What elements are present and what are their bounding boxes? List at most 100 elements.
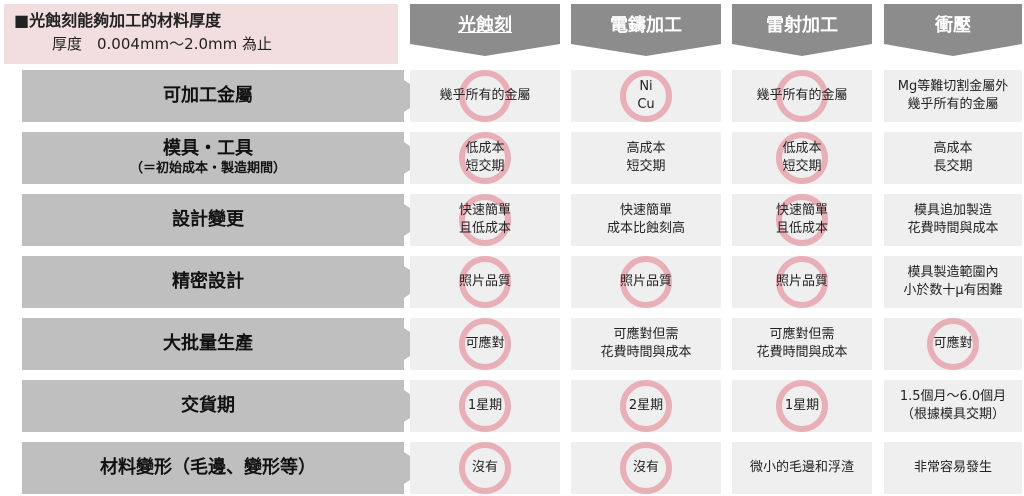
cell-text: 可應對但需 花費時間與成本	[756, 327, 848, 360]
cell-text: 沒有	[632, 460, 659, 475]
table-cell: 1星期	[410, 380, 560, 432]
table-cell: 模具製造範圍內 小於数十μ有困難	[884, 256, 1022, 308]
cell-text: 模具製造範圍內 小於数十μ有困難	[903, 265, 1003, 298]
column-header-label: 衝壓	[935, 15, 971, 36]
table-cell: 可應對但需 花費時間與成本	[571, 318, 721, 370]
circle-mark-icon	[620, 256, 672, 308]
row-arrow-stub	[394, 194, 404, 246]
table-cell: 幾乎所有的金屬	[410, 70, 560, 122]
table-cell: 微小的毛邊和浮渣	[732, 442, 872, 494]
circle-mark-icon	[776, 70, 828, 122]
table-cell: 1星期	[732, 380, 872, 432]
table-cell: 快速簡單 成本比蝕刻高	[571, 194, 721, 246]
table-cell: 可應對但需 花費時間與成本	[732, 318, 872, 370]
table-cell: 可應對	[410, 318, 560, 370]
row-label-main: 模具・工具	[163, 138, 253, 159]
column-header-label: 電鑄加工	[610, 15, 682, 36]
circle-mark-icon	[459, 132, 511, 184]
cell-text: 微小的毛邊和浮渣	[749, 460, 854, 475]
header-arrow-shape	[884, 44, 1022, 56]
row-label-main: 可加工金屬	[163, 85, 253, 106]
table-cell: 快速簡單 且低成本	[732, 194, 872, 246]
cell-text: 非常容易發生	[913, 460, 992, 475]
header-arrow-shape	[732, 44, 872, 56]
table-cell: 低成本 短交期	[410, 132, 560, 184]
row-label-sub: （＝初始成本・製造期間）	[129, 161, 286, 176]
cell-text: Mg等難切割金屬外 幾乎所有的金屬	[897, 79, 1009, 112]
table-cell: 2星期	[571, 380, 721, 432]
cell-text: 可應對但需 花費時間與成本	[600, 327, 692, 360]
row-arrow-stub	[394, 318, 404, 370]
row-label-main: 大批量生產	[163, 333, 253, 354]
title-line1: ■光蝕刻能夠加工的材料厚度	[14, 11, 222, 30]
table-cell: 高成本 長交期	[884, 132, 1022, 184]
row-arrow-stub	[394, 380, 404, 432]
table-cell: 模具追加製造 花費時間與成本	[884, 194, 1022, 246]
circle-mark-icon	[776, 380, 828, 432]
cell-text: 照片品質	[619, 274, 672, 289]
cell-text: 照片品質	[775, 274, 828, 289]
title-box: ■光蝕刻能夠加工的材料厚度 厚度 0.004mm～2.0mm 為止	[4, 4, 398, 64]
table-cell: 快速簡單 且低成本	[410, 194, 560, 246]
cell-text: 幾乎所有的金屬	[756, 88, 848, 103]
circle-mark-icon	[620, 70, 672, 122]
table-cell: 沒有	[571, 442, 721, 494]
cell-text: 可應對	[465, 336, 505, 351]
cell-text: 快速簡單 且低成本	[775, 203, 828, 236]
circle-mark-icon	[927, 318, 979, 370]
row-label-main: 材料變形（毛邊、變形等）	[100, 457, 316, 478]
table-cell: 沒有	[410, 442, 560, 494]
row-label-6: 材料變形（毛邊、變形等）	[22, 442, 428, 494]
cell-text: 1星期	[784, 398, 820, 413]
table-cell: Ni Cu	[571, 70, 721, 122]
table-cell: 非常容易發生	[884, 442, 1022, 494]
table-cell: 1.5個月～6.0個月 （根據模具交期）	[884, 380, 1022, 432]
row-label-3: 精密設計	[22, 256, 428, 308]
row-arrow-stub	[394, 256, 404, 308]
cell-text: 1星期	[467, 398, 503, 413]
cell-text: Ni Cu	[637, 79, 655, 112]
row-label-2: 設計變更	[22, 194, 428, 246]
cell-text: 沒有	[471, 460, 498, 475]
column-header-3: 衝壓	[884, 4, 1022, 56]
circle-mark-icon	[459, 318, 511, 370]
cell-text: 幾乎所有的金屬	[439, 88, 531, 103]
cell-text: 高成本 短交期	[626, 141, 666, 174]
table-cell: Mg等難切割金屬外 幾乎所有的金屬	[884, 70, 1022, 122]
column-header-label: 光蝕刻	[458, 15, 512, 36]
circle-mark-icon	[776, 194, 828, 246]
header-arrow-shape	[571, 44, 721, 56]
circle-mark-icon	[459, 442, 511, 494]
circle-mark-icon	[459, 256, 511, 308]
column-header-label: 雷射加工	[766, 15, 838, 36]
table-cell: 低成本 短交期	[732, 132, 872, 184]
cell-text: 模具追加製造 花費時間與成本	[907, 203, 999, 236]
table-cell: 照片品質	[732, 256, 872, 308]
row-label-main: 精密設計	[172, 271, 244, 292]
circle-mark-icon	[620, 380, 672, 432]
cell-text: 低成本 短交期	[465, 141, 505, 174]
circle-mark-icon	[776, 132, 828, 184]
row-label-5: 交貨期	[22, 380, 428, 432]
circle-mark-icon	[459, 380, 511, 432]
cell-text: 快速簡單 且低成本	[458, 203, 511, 236]
row-label-4: 大批量生產	[22, 318, 428, 370]
column-header-1: 電鑄加工	[571, 4, 721, 56]
cell-text: 快速簡單 成本比蝕刻高	[606, 203, 685, 236]
circle-mark-icon	[776, 256, 828, 308]
cell-text: 低成本 短交期	[782, 141, 822, 174]
row-label-0: 可加工金屬	[22, 70, 428, 122]
circle-mark-icon	[620, 442, 672, 494]
row-label-main: 設計變更	[172, 209, 244, 230]
table-cell: 可應對	[884, 318, 1022, 370]
title-line2: 厚度 0.004mm～2.0mm 為止	[52, 35, 273, 53]
table-cell: 幾乎所有的金屬	[732, 70, 872, 122]
column-header-0: 光蝕刻	[410, 4, 560, 56]
table-cell: 高成本 短交期	[571, 132, 721, 184]
table-cell: 照片品質	[410, 256, 560, 308]
header-arrow-shape	[410, 44, 560, 56]
row-arrow-stub	[394, 442, 404, 494]
row-arrow-stub	[394, 70, 404, 122]
circle-mark-icon	[459, 70, 511, 122]
row-arrow-stub	[394, 132, 404, 184]
